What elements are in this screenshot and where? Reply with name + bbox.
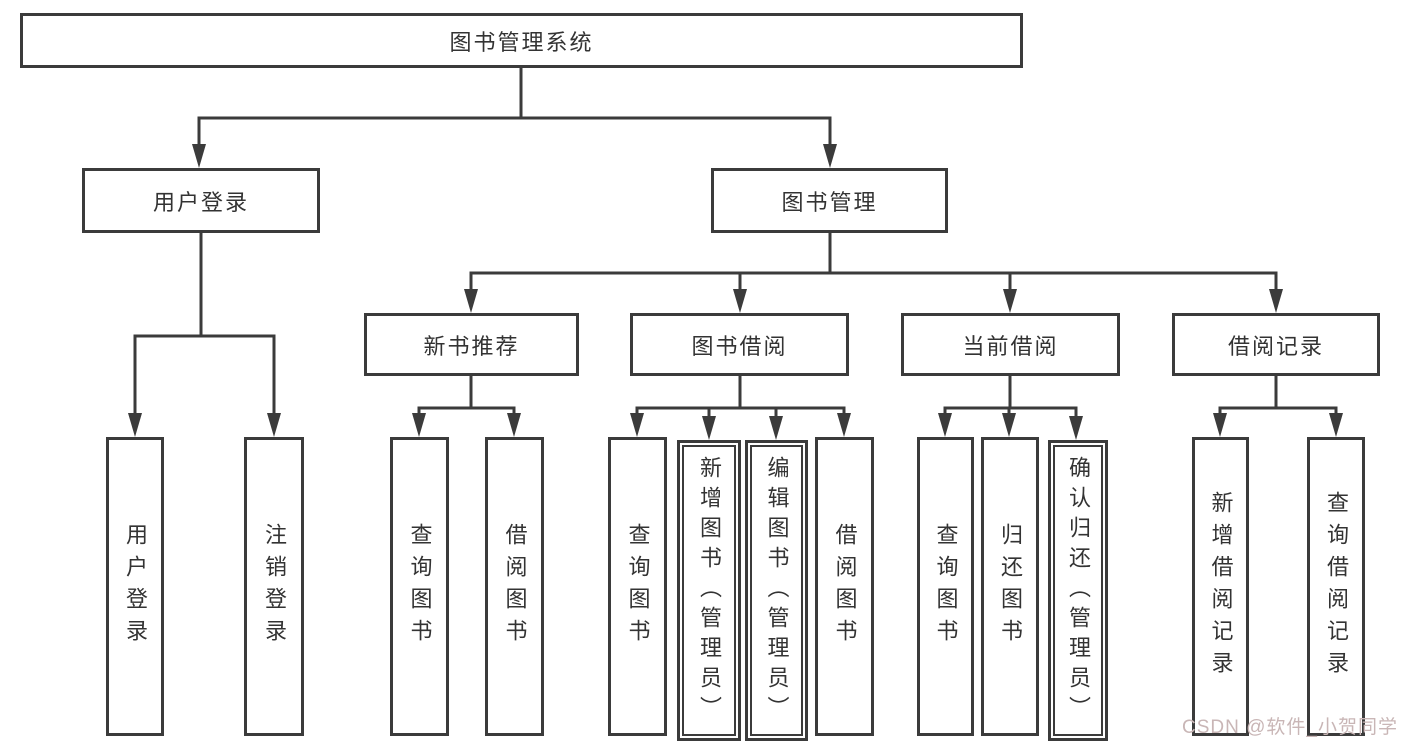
leaf-borrow-books-recommend: 借阅图书	[485, 437, 544, 736]
leaf-label: 注销登录	[262, 522, 287, 651]
leaf-label: 确认归还（管理员）	[1066, 455, 1091, 726]
node-book-borrowing: 图书借阅	[630, 313, 849, 376]
node-new-book-recommend: 新书推荐	[364, 313, 579, 376]
node-book-management: 图书管理	[711, 168, 948, 233]
leaf-edit-books-admin: 编辑图书（管理员）	[745, 440, 808, 741]
leaf-logout: 注销登录	[244, 437, 304, 736]
node-label: 图书管理系统	[449, 29, 594, 55]
leaf-add-books-admin: 新增图书（管理员）	[677, 440, 741, 741]
node-label: 用户登录	[152, 189, 249, 215]
leaf-confirm-return-admin: 确认归还（管理员）	[1048, 440, 1108, 741]
leaf-label: 借阅图书	[832, 522, 858, 651]
leaf-label: 用户登录	[123, 522, 148, 651]
leaf-label: 新增借阅记录	[1208, 490, 1234, 683]
leaf-add-borrow-record: 新增借阅记录	[1192, 437, 1249, 736]
leaf-query-books-borrowing: 查询图书	[608, 437, 667, 736]
node-label: 新书推荐	[423, 333, 520, 359]
leaf-borrow-books: 借阅图书	[815, 437, 874, 736]
csdn-watermark: CSDN @软件_小贺同学	[1182, 717, 1398, 738]
arrowheads	[128, 144, 1343, 440]
leaf-label: 编辑图书（管理员）	[764, 455, 790, 726]
leaf-label: 查询图书	[933, 522, 959, 651]
node-label: 借阅记录	[1227, 333, 1324, 359]
leaf-return-books: 归还图书	[981, 437, 1039, 736]
node-library-management-system: 图书管理系统	[20, 13, 1023, 68]
leaf-label: 查询图书	[407, 522, 433, 651]
node-user-login: 用户登录	[82, 168, 320, 233]
leaf-label: 查询图书	[625, 522, 651, 651]
leaf-query-books-current: 查询图书	[917, 437, 974, 736]
leaf-label: 查询借阅记录	[1324, 490, 1349, 683]
node-label: 图书借阅	[691, 333, 788, 359]
leaf-label: 归还图书	[998, 522, 1023, 651]
node-borrow-records: 借阅记录	[1172, 313, 1380, 376]
node-current-borrowing: 当前借阅	[901, 313, 1120, 376]
leaf-user-login: 用户登录	[106, 437, 164, 736]
leaf-query-borrow-record: 查询借阅记录	[1307, 437, 1365, 736]
node-label: 图书管理	[781, 189, 878, 215]
leaf-query-books-recommend: 查询图书	[390, 437, 449, 736]
leaf-label: 借阅图书	[502, 522, 528, 651]
node-label: 当前借阅	[962, 333, 1059, 359]
leaf-label: 新增图书（管理员）	[697, 455, 722, 726]
